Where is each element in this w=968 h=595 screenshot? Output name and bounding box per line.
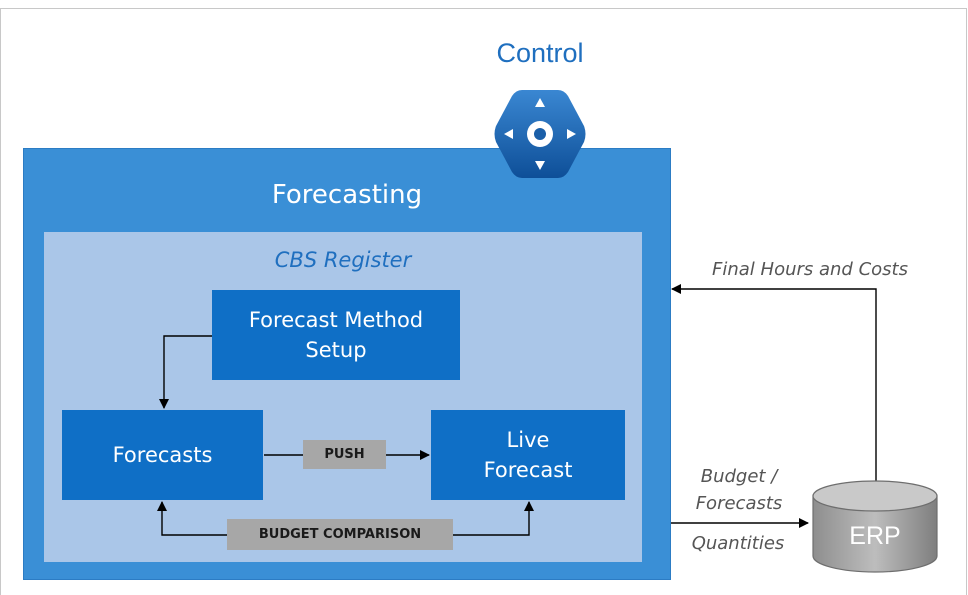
control-title: Control [496,38,584,68]
directional-pad-icon [494,90,586,178]
arrow-method-to-forecasts [159,335,212,409]
frame-border-right [966,8,967,595]
arrow-budget-comparison-right [453,501,534,536]
forecasts-node: Forecasts [62,410,263,500]
cbs-register-title: CBS Register [274,248,412,272]
live-forecast-node: Live Forecast [431,410,625,500]
arrow-budget-comparison-left [157,501,227,536]
frame-border-top [0,8,966,9]
erp-database-icon [812,480,938,573]
budget-forecasts-label: Budget / Forecasts [695,466,783,514]
cbs-register-container [44,232,642,562]
final-hours-and-costs-label: Final Hours and Costs [712,259,908,280]
forecast-method-setup-node: Forecast Method Setup [212,290,460,380]
arrow-final-hours [671,284,877,488]
frame-border-left [0,8,1,595]
forecasting-title: Forecasting [271,180,423,210]
budget-comparison-label: BUDGET COMPARISON [227,519,453,550]
push-label: PUSH [303,440,386,469]
quantities-label: Quantities [691,533,785,554]
erp-label: ERP [849,522,901,550]
